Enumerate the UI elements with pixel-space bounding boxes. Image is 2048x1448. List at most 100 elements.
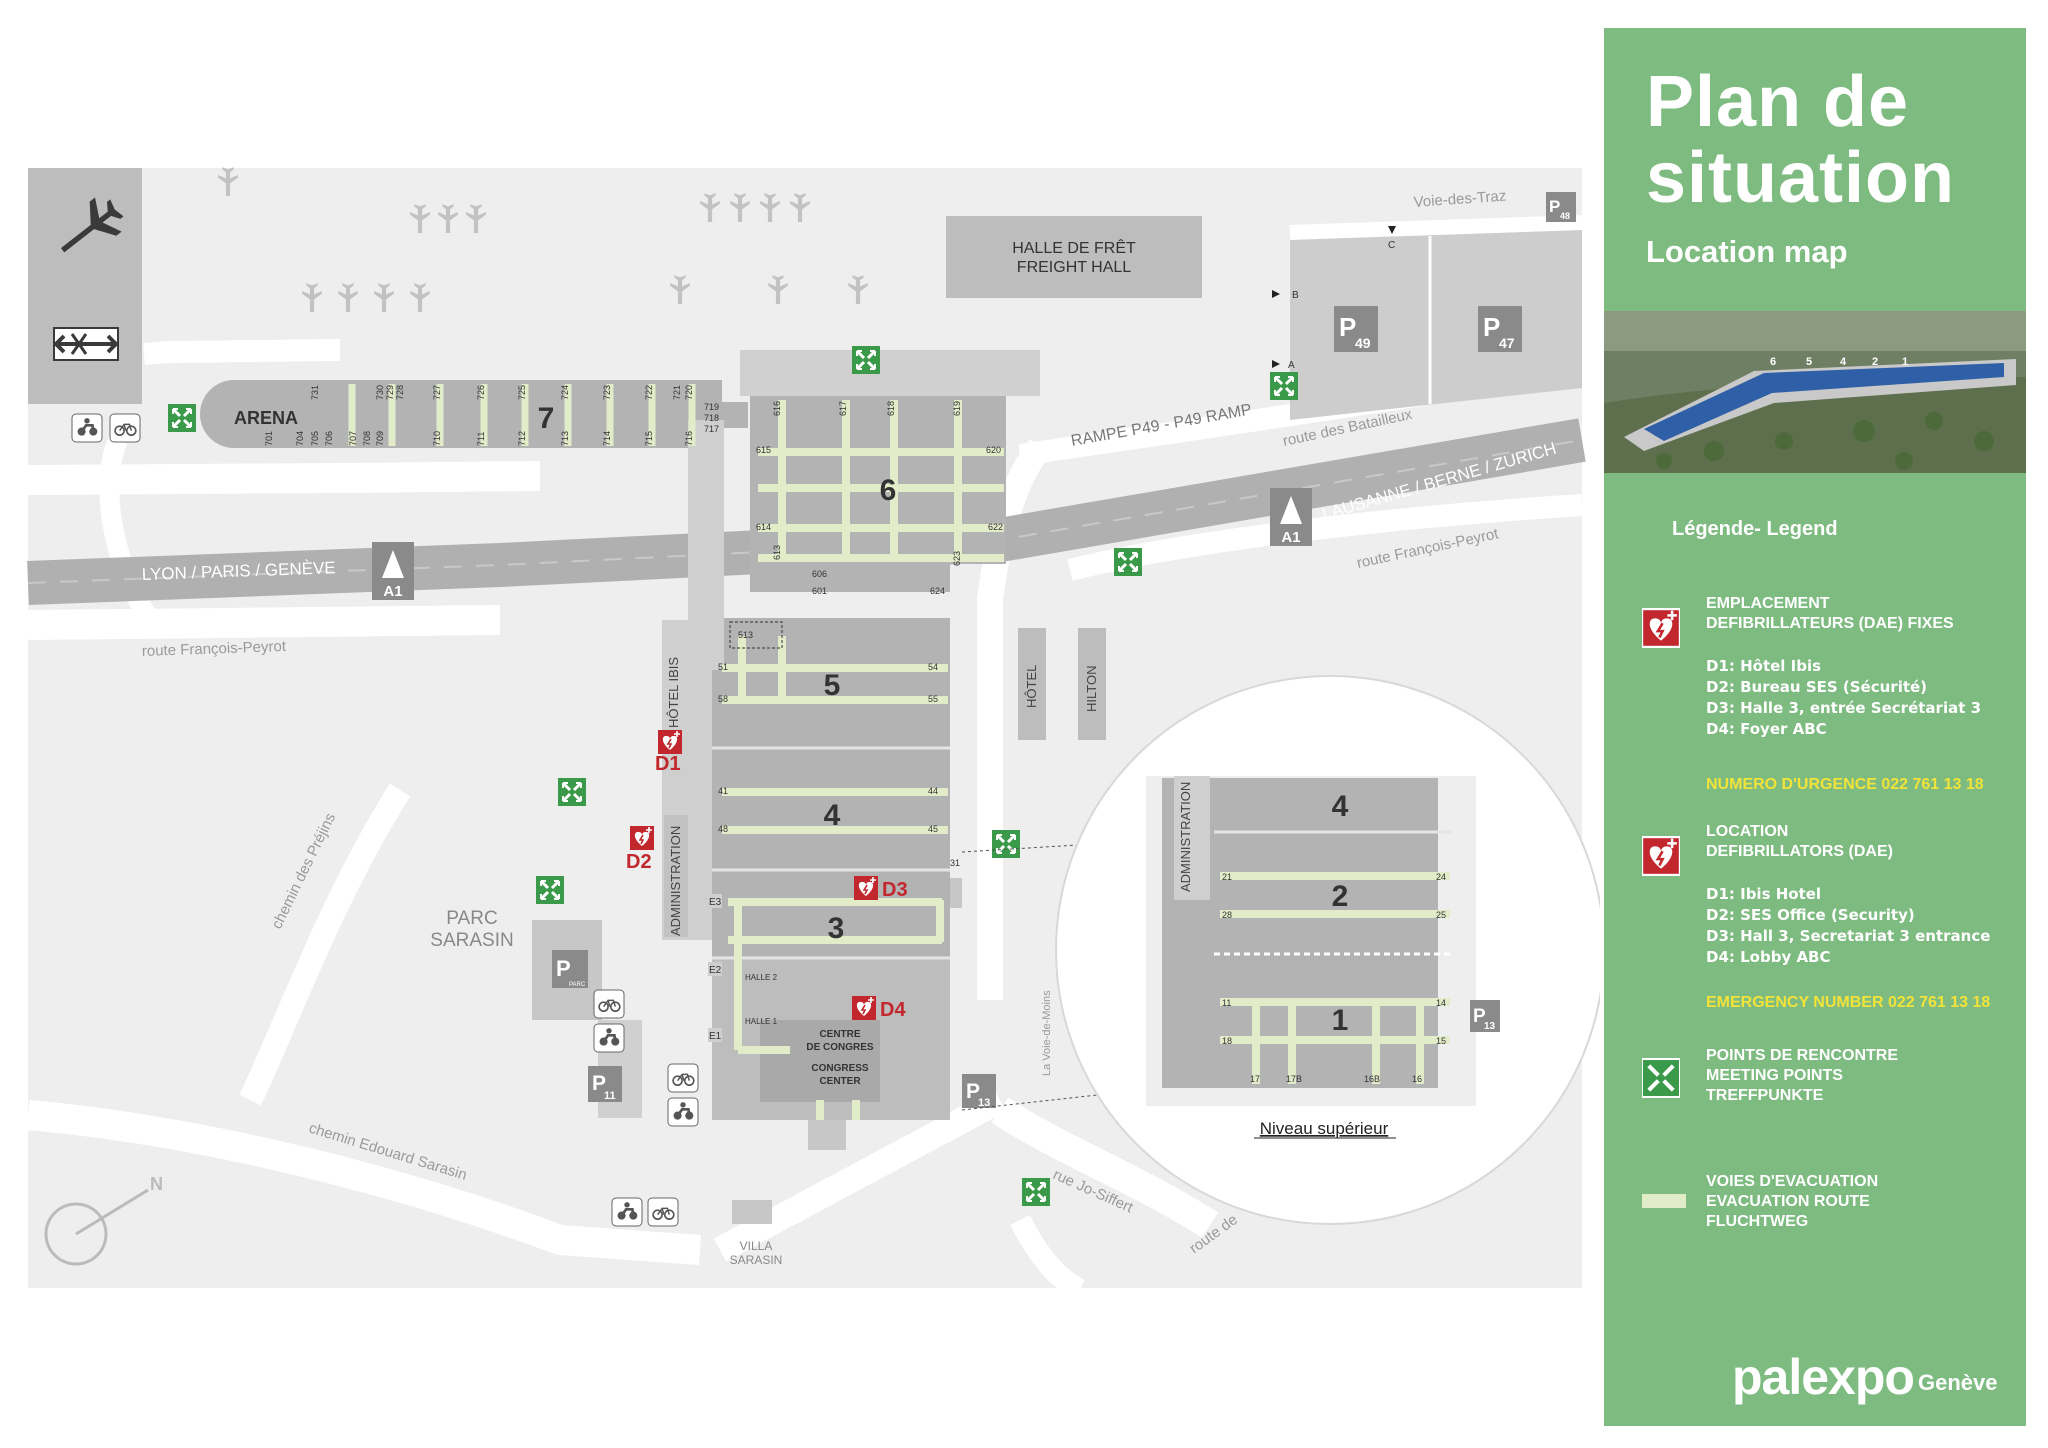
svg-text:PARC: PARC [569, 982, 586, 988]
villa-sarasin-building [732, 1200, 772, 1224]
legend-panel: Plan de situation Location map 6 5 4 2 1… [1604, 28, 2026, 1426]
defibrillator-d2[interactable]: D2 [626, 825, 655, 873]
hall-7-door-top: 720 [684, 385, 694, 400]
hall-7-door-bottom: 705 [310, 431, 320, 446]
svg-text:A: A [1288, 360, 1295, 371]
defibrillator-d1[interactable]: D1 [655, 729, 683, 775]
meeting-point-icon[interactable] [850, 344, 882, 376]
defibrillator-d4[interactable]: D4 [851, 995, 906, 1021]
entrances: E3 E2 E1 [708, 894, 722, 1042]
hall-7-door-bottom: 714 [602, 431, 612, 446]
hall-5 [712, 618, 950, 748]
hilton-building [1078, 628, 1106, 740]
svg-text:17B: 17B [1286, 1074, 1302, 1084]
north-arrow-icon: N [44, 1174, 163, 1266]
congress-center-label: CENTRE DE CONGRES CONGRESS CENTER [806, 1029, 874, 1087]
svg-text:15: 15 [1436, 1036, 1446, 1046]
hall-7-door-top: 731 [310, 385, 320, 400]
palexpo-logo: palexpo [1732, 1349, 1915, 1405]
svg-text:P: P [1549, 197, 1560, 216]
halle-2-label: HALLE 2 [745, 973, 778, 982]
freight-hall-label-fr: HALLE DE FRÊT [1012, 238, 1136, 257]
villa-sarasin-label-2: SARASIN [730, 1253, 783, 1267]
location-map[interactable]: HALLE DE FRÊT FREIGHT HALL [0, 0, 1600, 1448]
hall-7-door-bottom: 704 [295, 431, 305, 446]
meeting-point-icon[interactable] [990, 828, 1022, 860]
hall-7-door-top: 721 [672, 385, 682, 400]
svg-text:DE CONGRES: DE CONGRES [806, 1042, 874, 1053]
inset-parking-p13: P 13 [1470, 1000, 1500, 1032]
a1-motorway-lane [27, 439, 1583, 584]
svg-text:CENTER: CENTER [819, 1076, 861, 1087]
svg-text:614: 614 [756, 522, 771, 532]
svg-text:P: P [1339, 312, 1356, 342]
page-subtitle: Location map [1646, 234, 1848, 269]
airport-icon [60, 197, 124, 253]
parking-p49[interactable]: P 49 [1334, 306, 1378, 352]
hall-7-door-top: 727 [432, 385, 442, 400]
hall-4-door-numbers: 41 44 48 45 31 [718, 786, 960, 868]
inset-caption: Niveau supérieur [1260, 1119, 1389, 1138]
p49-p47-parking-area [1290, 230, 1582, 420]
svg-text:619: 619 [952, 401, 962, 416]
parking-p13[interactable]: P 13 [962, 1074, 996, 1109]
svg-text:13: 13 [1484, 1021, 1496, 1032]
svg-text:C: C [1388, 240, 1395, 251]
hotel-ibis-label: HÔTEL IBIS [666, 657, 681, 728]
svg-text:18: 18 [1222, 1036, 1232, 1046]
defibrillator-d3[interactable]: D3 [853, 875, 908, 901]
svg-text:P: P [1483, 312, 1500, 342]
freight-hall-label-en: FREIGHT HALL [1017, 259, 1132, 276]
meeting-point-icon[interactable] [1020, 1176, 1052, 1208]
svg-text:CONGRESS: CONGRESS [811, 1063, 869, 1074]
parking-p11[interactable]: P 11 [588, 1066, 622, 1102]
svg-text:47: 47 [1499, 335, 1515, 351]
inset-admin-label: ADMINISTRATION [1178, 782, 1193, 892]
svg-text:58: 58 [718, 694, 728, 704]
hall-7-door-bottom: 713 [560, 431, 570, 446]
parking-p47[interactable]: P 47 [1478, 306, 1522, 352]
meeting-point-icon[interactable] [1268, 370, 1300, 402]
parc-sarasin-label-2: SARASIN [430, 930, 513, 951]
arena-label: ARENA [234, 408, 298, 428]
legend-title: Légende- Legend [1672, 518, 1838, 540]
inset-administration [1174, 776, 1210, 900]
gate-labels: B A C [1272, 226, 1396, 371]
hall-7-door-top: 722 [644, 385, 654, 400]
parking-parc-sarasin[interactable]: P PARC [552, 950, 588, 988]
halle-1-label: HALLE 1 [745, 1017, 778, 1026]
inset-door-numbers: 21 24 28 25 11 14 18 15 17 17B 16B 16 [1222, 872, 1446, 1084]
svg-text:P: P [592, 1072, 606, 1095]
aerial-photo: 6 5 4 2 1 [1604, 311, 2026, 473]
hall-7-door-end: 717 [704, 424, 719, 434]
meeting-point-icon [1642, 1058, 1680, 1098]
svg-text:613: 613 [772, 545, 782, 560]
photo-hall-2: 2 [1872, 356, 1878, 368]
svg-text:N: N [150, 1174, 163, 1194]
hall-4 [712, 748, 950, 870]
meeting-point-icon[interactable] [534, 874, 566, 906]
meeting-point-icon[interactable] [1112, 546, 1144, 578]
parking-p48[interactable]: P 48 [1546, 192, 1576, 222]
svg-text:617: 617 [838, 401, 848, 416]
a1-shield-right: A1 [1270, 488, 1312, 546]
hall-4-label: 4 [824, 799, 841, 832]
photo-hall-5: 5 [1806, 356, 1812, 368]
svg-text:P: P [1473, 1006, 1486, 1027]
svg-text:51: 51 [718, 662, 728, 672]
administration-label: ADMINISTRATION [668, 826, 683, 936]
svg-text:622: 622 [988, 522, 1003, 532]
meeting-point-icon[interactable] [556, 776, 588, 808]
hall-6 [750, 394, 1006, 564]
svg-text:45: 45 [928, 824, 938, 834]
evacuation-routes [348, 384, 1004, 1120]
hall-7-door-bottom: 709 [375, 431, 385, 446]
hall-7-door-end: 719 [704, 402, 719, 412]
hall-7-door-bottom: 711 [476, 432, 486, 446]
svg-text:48: 48 [718, 824, 728, 834]
hall-6-label: 6 [880, 474, 897, 507]
svg-text:55: 55 [928, 694, 938, 704]
meeting-point-icon[interactable] [166, 402, 198, 434]
hall-7-door-top: 729 [385, 385, 395, 400]
